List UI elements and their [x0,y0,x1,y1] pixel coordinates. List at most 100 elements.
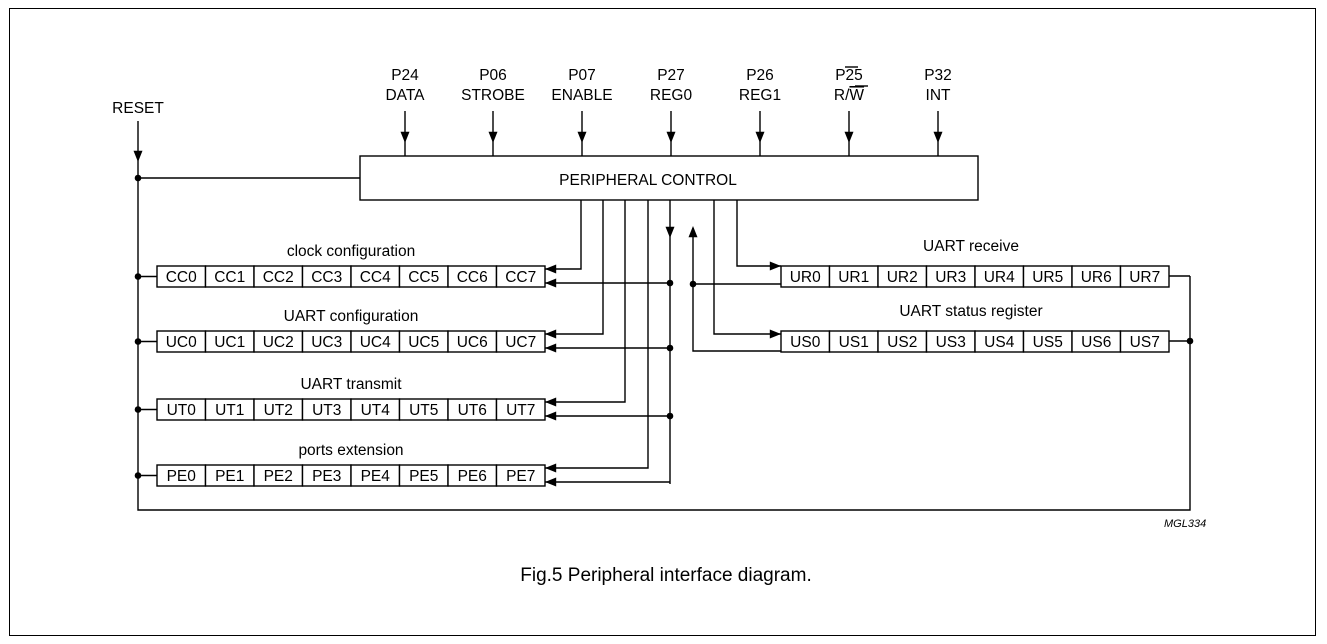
read-bus-arrow [688,226,698,238]
write-arrow [545,264,557,274]
control-signals: P24DATAP06STROBEP07ENABLEP27REG0P26REG1P… [385,66,952,156]
register-cell-label: UC3 [311,334,342,351]
write-arrow [545,329,557,339]
junction-dot [666,412,674,420]
register-cell-label: UR0 [790,269,821,286]
register-cell-label: PE0 [167,468,197,485]
signal-name-label: REG0 [650,87,693,104]
register-cell-label: UR3 [935,269,966,286]
register-cell [495,398,546,421]
register-cell [1119,330,1170,353]
register-title: UART configuration [284,308,419,325]
reset-arrow [133,150,143,162]
register-cell-label: CC0 [166,269,197,286]
peripheral-control-label: PERIPHERAL CONTROL [559,172,737,189]
write-select-line [545,200,626,403]
junction-dot [666,344,674,352]
register-cell-label: US6 [1081,334,1111,351]
register-cell-label: UT5 [409,402,438,419]
register-cell [495,464,546,487]
select-arrow [769,261,781,271]
junction-dot [134,174,142,182]
write-arrow [545,463,557,473]
register-cell-label: UR1 [838,269,869,286]
junction-dot [134,472,142,479]
drawing-code: MGL334 [1164,518,1206,530]
register-cell-label: US1 [839,334,869,351]
signal-arrow [488,131,498,143]
register-title: UART status register [899,303,1042,320]
signal-name-label: DATA [385,87,425,104]
register-title: clock configuration [287,243,415,260]
register-cell-label: PE7 [506,468,535,485]
register-cell-label: US0 [790,334,821,351]
junction-dot [1186,337,1194,345]
register-cell-label: CC3 [311,269,342,286]
signal-arrow [577,131,587,143]
register-cell-label: PE6 [458,468,487,485]
signal-name-label: INT [926,87,952,104]
register-cell [1119,265,1170,288]
figure-caption: Fig.5 Peripheral interface diagram. [520,565,811,586]
register-cell-label: CC7 [505,269,536,286]
write-select-line [545,200,604,335]
register-cell-label: UT1 [215,402,244,419]
signal-arrow [933,131,943,143]
junction-dot [134,273,142,280]
signal-pin-label: P24 [391,67,419,84]
register-cell-label: UC0 [166,334,197,351]
register-cell-label: US4 [984,334,1015,351]
wiring [133,121,1194,511]
data-bus-arrow [665,226,675,238]
register-cell-label: UT4 [361,402,391,419]
junction-dot [134,406,142,413]
peripheral-control-block [359,155,979,201]
register-cell-label: PE4 [361,468,391,485]
register-cell-label: UT0 [167,402,197,419]
register-cell-label: PE2 [264,468,293,485]
signal-name-label: STROBE [461,87,525,104]
register-cell-label: CC4 [360,269,391,286]
data-arrow [545,477,557,487]
register-cell-label: UR7 [1129,269,1160,286]
register-cell-label: US2 [887,334,917,351]
figure-frame [9,8,1316,636]
signal-arrow [666,131,676,143]
signal-pin-label: P06 [479,67,507,84]
register-cell-label: CC5 [408,269,439,286]
register-cell-label: UT7 [506,402,535,419]
signal-pin-label: P27 [657,67,685,84]
register-cell-label: UR6 [1081,269,1112,286]
select-arrow [769,329,781,339]
register-cell-label: US3 [936,334,966,351]
register-cell-label: UC4 [360,334,391,351]
write-select-line [713,200,781,335]
register-cell-label: PE3 [312,468,341,485]
signal-name-label: ENABLE [551,87,612,104]
register-cell-label: UC1 [214,334,245,351]
junction-dot [666,279,674,287]
register-cell-label: PE5 [409,468,438,485]
register-title: UART transmit [300,376,402,393]
junction-dot [689,280,697,288]
signal-pin-label: P32 [924,67,952,84]
register-cell-label: CC1 [214,269,245,286]
signal-pin-label: P25 [835,67,863,84]
register-cell-label: PE1 [215,468,244,485]
signal-name-label: R/W [834,87,865,104]
signal-pin-label: P26 [746,67,774,84]
write-arrow [545,397,557,407]
register-cell [495,265,546,288]
signal-name-label: REG1 [739,87,781,104]
register-cell-label: UR2 [887,269,918,286]
junction-dot [134,338,142,345]
